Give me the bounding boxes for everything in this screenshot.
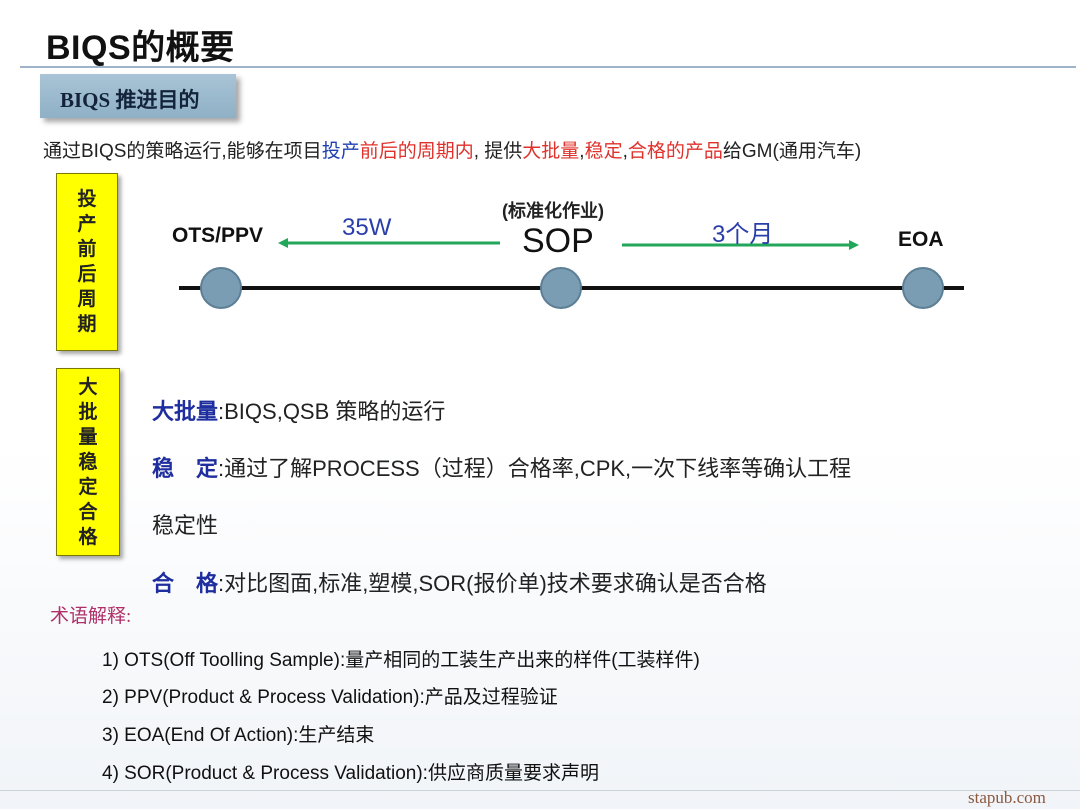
side-char: 前 [77,239,97,260]
side-char: 量 [78,426,98,448]
intro-sentence: 通过BIQS的策略运行,能够在项目投产前后的周期内, 提供大批量,稳定,合格的产… [43,136,861,163]
footer-divider [0,790,1080,791]
intro-text: , [579,141,585,162]
side-char: 格 [78,526,98,548]
definition-term: 合 格 [152,571,219,596]
intro-text: , 提供 [473,141,523,162]
intro-text: 通过BIQS的策略运行,能够在项目 [43,141,322,162]
definition-text: :通过了解PROCESS（过程）合格率,CPK,一次下线率等确认工程 [218,456,852,481]
glossary-title: 术语解释: [50,606,132,627]
definition-volume: 大批量:BIQS,QSB 策略的运行 [152,394,445,426]
node-ots-ppv [200,267,242,309]
side-char: 产 [77,214,97,235]
intro-highlight-volume: 大批量 [522,141,580,162]
definition-term: 大批量 [152,399,219,424]
intro-highlight-period: 前后的周期内 [359,141,474,162]
side-char: 合 [78,501,98,523]
node-eoa [902,267,944,309]
duration-after-sop: 3个月 [712,221,774,248]
intro-text: , [622,141,628,162]
side-char: 后 [77,264,97,285]
side-char: 周 [77,289,97,310]
side-char: 投 [77,189,97,210]
side-label-production-cycle: 投 产 前 后 周 期 [56,173,118,351]
section-label-box [40,74,236,118]
definition-qualified: 合 格:对比图面,标准,塑模,SOR(报价单)技术要求确认是否合格 [152,566,767,598]
definition-stable-continued: 稳定性 [152,513,219,538]
timeline-label-sop: SOP [522,222,594,260]
intro-highlight-stable: 稳定 [584,141,623,162]
timeline-note-standard-work: (标准化作业) [502,201,604,221]
side-label-volume-stable-qualified: 大 批 量 稳 定 合 格 [56,368,120,556]
side-char: 稳 [78,451,98,473]
section-label: BIQS 推进目的 [60,88,200,112]
timeline-label-eoa: EOA [898,228,944,251]
definition-text: :BIQS,QSB 策略的运行 [218,399,446,424]
glossary-item: 3) EOA(End Of Action):生产结束 [102,725,375,746]
glossary-item: 4) SOR(Product & Process Validation):供应商… [102,763,599,784]
definition-stable: 稳 定:通过了解PROCESS（过程）合格率,CPK,一次下线率等确认工程 [152,451,851,483]
glossary-item: 2) PPV(Product & Process Validation):产品及… [102,687,558,708]
title-divider [20,66,1076,68]
definition-term: 稳 定 [152,456,219,481]
intro-text: 给GM(通用汽车) [722,141,862,162]
timeline-label-ots-ppv: OTS/PPV [172,224,264,247]
node-sop [540,267,582,309]
glossary-item: 1) OTS(Off Toolling Sample):量产相同的工装生产出来的… [102,650,700,671]
side-char: 定 [78,476,98,498]
timeline-diagram [179,238,964,309]
page-title: BIQS的概要 [46,29,235,67]
intro-highlight-production: 投产 [321,141,360,162]
watermark: stapub.com [968,788,1046,807]
side-char: 大 [78,376,98,398]
intro-highlight-qualified: 合格的产品 [627,141,723,162]
side-char: 期 [77,314,97,335]
duration-before-sop: 35W [342,214,392,241]
definition-text: :对比图面,标准,塑模,SOR(报价单)技术要求确认是否合格 [218,571,767,596]
side-char: 批 [78,401,98,423]
